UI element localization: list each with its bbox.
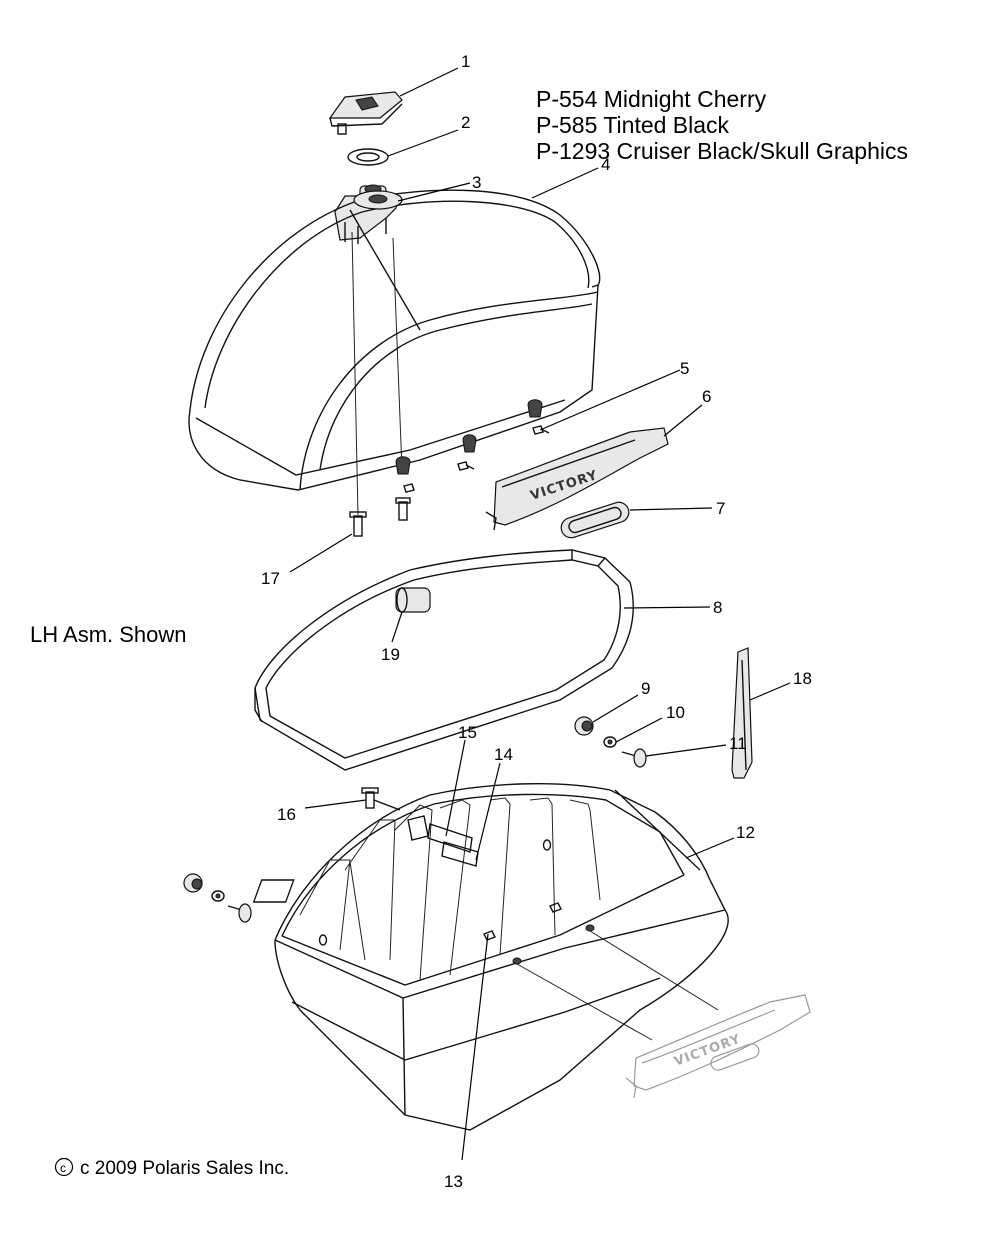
part-18-strip	[731, 647, 753, 779]
header-line-2: P-585 Tinted Black	[536, 112, 730, 138]
part-label-4: 4	[601, 155, 610, 174]
copyright: c c 2009 Polaris Sales Inc.	[54, 1157, 289, 1179]
header-line-1: P-554 Midnight Cherry	[536, 86, 767, 112]
part-label-18: 18	[793, 669, 812, 688]
part-label-8: 8	[713, 598, 722, 617]
part-label-1: 1	[461, 52, 470, 71]
part-label-5: 5	[680, 359, 689, 378]
part-label-15: 15	[458, 723, 477, 742]
explode-line-badge-left	[516, 963, 653, 1041]
explode-line-badge-right	[589, 930, 719, 1011]
part-17-pins	[349, 497, 411, 537]
part-16-clip	[361, 787, 401, 811]
part-label-7: 7	[716, 499, 725, 518]
lid-hinge-clips	[395, 399, 543, 475]
part-label-3: 3	[472, 173, 481, 192]
part-label-19: 19	[381, 645, 400, 664]
fastener-set-right	[574, 716, 647, 768]
part-label-12: 12	[736, 823, 755, 842]
leader-lines	[289, 67, 791, 1161]
part-1-latch-handle	[328, 91, 403, 135]
part-8-gasket-frame	[254, 549, 634, 771]
part-label-6: 6	[702, 387, 711, 406]
part-label-10: 10	[666, 703, 685, 722]
part-6-badge-trim: VICTORY	[485, 427, 669, 531]
part-5-screws	[403, 425, 550, 493]
part-label-9: 9	[641, 679, 650, 698]
alignment-line-left	[351, 231, 359, 516]
part-label-2: 2	[461, 113, 470, 132]
copyright-symbol-letter: c	[60, 1161, 66, 1175]
header-line-3: P-1293 Cruiser Black/Skull Graphics	[536, 138, 908, 164]
part-label-13: 13	[444, 1172, 463, 1191]
fastener-set-left	[183, 873, 252, 923]
ghost-badge-trim: VICTORY	[625, 994, 811, 1099]
part-2-washer	[347, 148, 389, 166]
part-label-16: 16	[277, 805, 296, 824]
part-label-17: 17	[261, 569, 280, 588]
part-label-11: 11	[729, 734, 747, 753]
part-7-lens	[560, 501, 630, 539]
alignment-line-right	[392, 237, 403, 471]
part-12-saddlebag-case	[252, 782, 729, 1131]
part-19-bump-stop	[395, 587, 431, 613]
copyright-icon	[54, 1157, 74, 1177]
copyright-text: c 2009 Polaris Sales Inc.	[80, 1158, 289, 1179]
lh-assembly-note: LH Asm. Shown	[30, 622, 187, 647]
part-4-lid	[188, 189, 601, 491]
part-label-14: 14	[494, 745, 513, 764]
